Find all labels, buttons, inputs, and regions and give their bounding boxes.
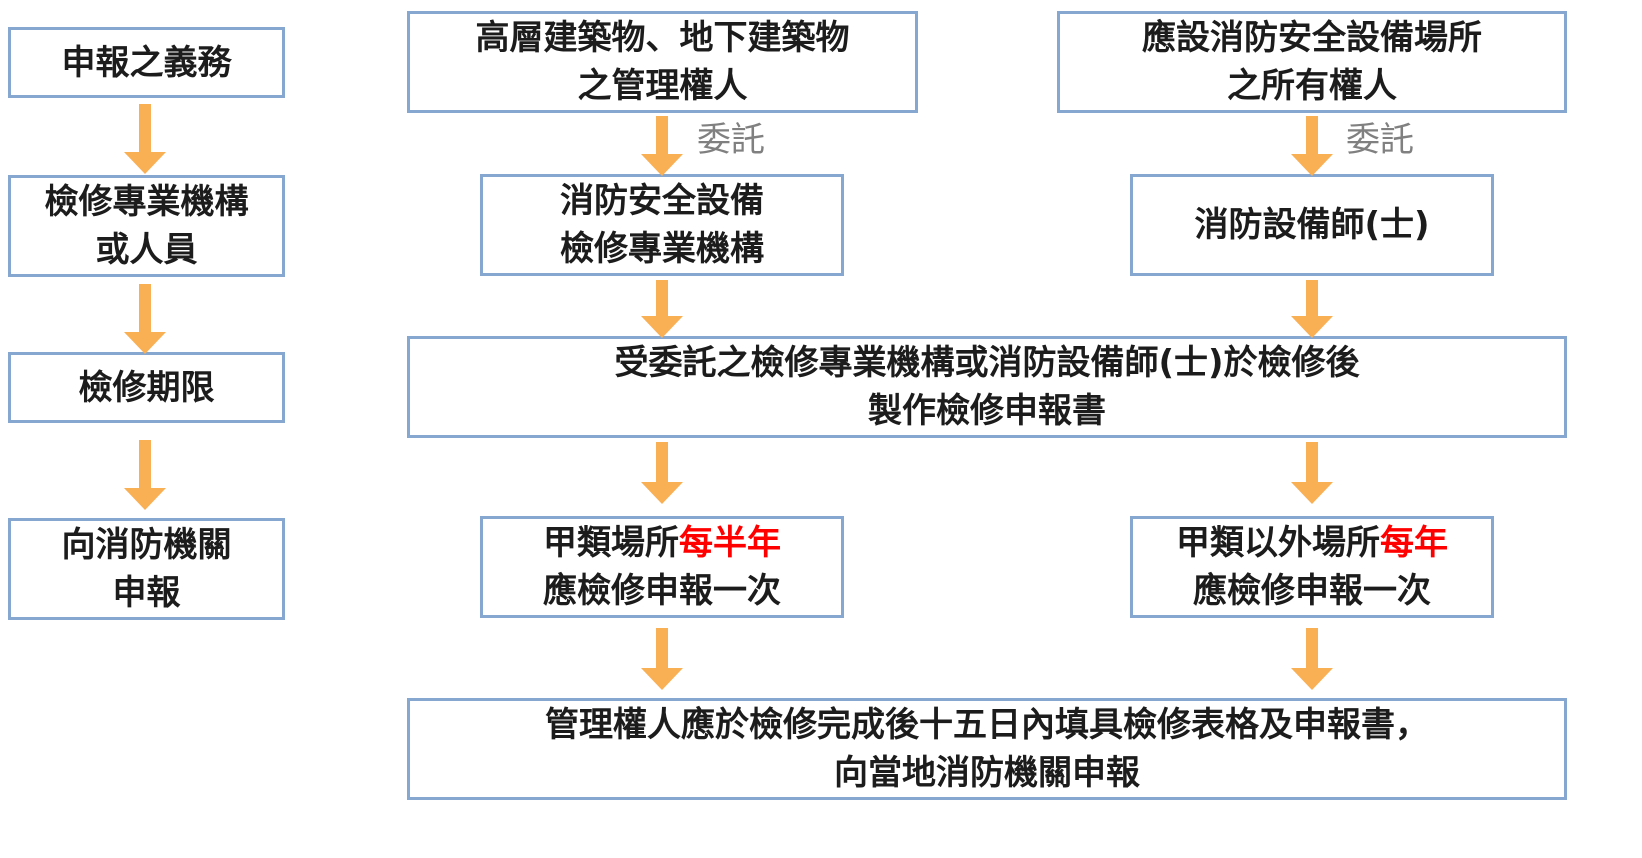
down-arrow-icon bbox=[1287, 280, 1337, 338]
box-non-class-a-line1: 甲類以外場所每年 bbox=[1176, 519, 1448, 567]
box-report-left-line2: 申報 bbox=[112, 573, 181, 613]
box-obligation-label: 申報之義務 bbox=[61, 42, 232, 83]
box-technician-label: 消防設備師(士) bbox=[1194, 205, 1430, 245]
down-arrow-icon bbox=[637, 442, 687, 504]
box-final-report-line2: 向當地消防機關申報 bbox=[834, 753, 1140, 793]
box-report-left-line1: 向消防機關 bbox=[61, 525, 232, 565]
down-arrow-icon bbox=[120, 104, 170, 174]
box-non-class-a: 甲類以外場所每年 應檢修申報一次 bbox=[1130, 516, 1494, 618]
box-agency: 消防安全設備 檢修專業機構 bbox=[480, 174, 844, 276]
box-class-a: 甲類場所每半年 應檢修申報一次 bbox=[480, 516, 844, 618]
box-deadline: 檢修期限 bbox=[8, 352, 285, 423]
down-arrow-icon bbox=[1287, 116, 1337, 176]
entrust-label-left: 委託 bbox=[697, 120, 765, 160]
box-inspector: 檢修專業機構 或人員 bbox=[8, 175, 285, 277]
down-arrow-icon bbox=[120, 284, 170, 354]
box-final-report: 管理權人應於檢修完成後十五日內填具檢修表格及申報書， 向當地消防機關申報 bbox=[407, 698, 1567, 800]
box-entrusted-report-line2: 製作檢修申報書 bbox=[868, 391, 1106, 431]
box-manager-line2: 之管理權人 bbox=[577, 66, 748, 106]
box-entrusted-report-line1: 受委託之檢修專業機構或消防設備師(士)於檢修後 bbox=[614, 343, 1360, 383]
class-a-prefix: 甲類場所 bbox=[543, 523, 679, 563]
box-manager: 高層建築物、地下建築物 之管理權人 bbox=[407, 11, 918, 113]
box-manager-line1: 高層建築物、地下建築物 bbox=[475, 18, 850, 58]
box-final-report-line1: 管理權人應於檢修完成後十五日內填具檢修表格及申報書， bbox=[545, 705, 1429, 745]
box-agency-line1: 消防安全設備 bbox=[560, 181, 764, 221]
box-inspector-line2: 或人員 bbox=[95, 230, 198, 270]
box-report-left: 向消防機關 申報 bbox=[8, 518, 285, 620]
down-arrow-icon bbox=[120, 440, 170, 510]
non-class-a-prefix: 甲類以外場所 bbox=[1176, 523, 1380, 563]
box-entrusted-report: 受委託之檢修專業機構或消防設備師(士)於檢修後 製作檢修申報書 bbox=[407, 336, 1567, 438]
box-agency-line2: 檢修專業機構 bbox=[560, 229, 764, 269]
box-owner: 應設消防安全設備場所 之所有權人 bbox=[1057, 11, 1567, 113]
down-arrow-icon bbox=[1287, 628, 1337, 690]
box-inspector-line1: 檢修專業機構 bbox=[44, 182, 249, 222]
box-technician: 消防設備師(士) bbox=[1130, 174, 1494, 276]
box-class-a-line2: 應檢修申報一次 bbox=[543, 571, 781, 611]
box-class-a-line1: 甲類場所每半年 bbox=[543, 519, 781, 567]
box-deadline-label: 檢修期限 bbox=[78, 367, 215, 408]
down-arrow-icon bbox=[637, 628, 687, 690]
down-arrow-icon bbox=[637, 116, 687, 176]
entrust-label-right: 委託 bbox=[1346, 120, 1414, 160]
box-owner-line1: 應設消防安全設備場所 bbox=[1142, 18, 1482, 58]
class-a-frequency: 每半年 bbox=[679, 523, 781, 563]
box-obligation: 申報之義務 bbox=[8, 27, 285, 98]
box-owner-line2: 之所有權人 bbox=[1227, 66, 1397, 106]
down-arrow-icon bbox=[637, 280, 687, 338]
down-arrow-icon bbox=[1287, 442, 1337, 504]
non-class-a-frequency: 每年 bbox=[1380, 523, 1448, 563]
box-non-class-a-line2: 應檢修申報一次 bbox=[1193, 571, 1431, 611]
